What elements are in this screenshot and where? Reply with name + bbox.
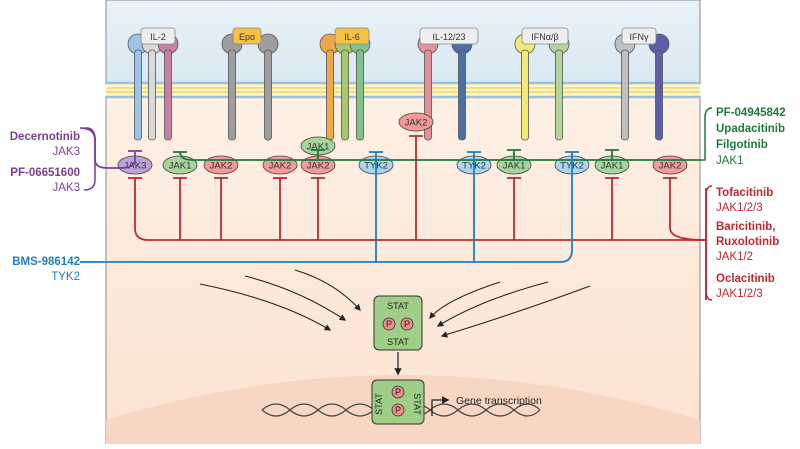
oclacitinib-label: Oclacitinib [716,273,775,285]
jak-label: JAK2 [269,161,292,172]
jak-label: JAK2 [210,161,233,172]
receptor-label: Epo [232,27,262,45]
extracellular-space [105,0,701,85]
upadacitinib-label: Upadacitinib [716,123,785,135]
jak-label: JAK3 [124,161,147,172]
oclacitinib-target: JAK1/2/3 [716,288,763,300]
receptor-labels: IL-2 Epo IL-6 IL-12/23 IFNα/β IFNγ [140,27,657,45]
receptor-label: IFNγ [621,27,657,45]
tofacitinib-target: JAK1/2/3 [716,202,763,214]
receptor-name: IFNγ [630,32,649,42]
jak-kinase: JAK1 [300,136,336,156]
jak-kinase: JAK2 [652,155,688,175]
receptor-name: IL-2 [150,32,166,42]
receptor-chain [257,33,279,141]
jak-label: JAK2 [659,161,682,172]
jak-kinase: JAK2 [203,155,239,175]
jak-label: JAK1 [307,142,330,153]
signal-arrows [199,269,591,338]
jak-label: JAK1 [503,161,526,172]
receptor-name: Epo [239,32,255,42]
jak-kinase: JAK2 [262,155,298,175]
jak-label: JAK2 [307,161,330,172]
stat-label: STAT [387,301,409,311]
stat-label: STAT [374,393,384,415]
receptor-label: IL-2 [140,27,176,45]
right-drug-labels: PF-04945842 Upadacitinib Filgotinib JAK1… [716,107,786,300]
stat-dimer-cytoplasm: STAT STAT P P [373,295,423,351]
jak-kinase: JAK3 [117,155,153,175]
phospho-label: P [395,405,401,415]
phospho-label: P [386,319,392,329]
receptor-name: IL-6 [344,32,360,42]
phospho-label: P [395,387,401,397]
phospho-label: P [404,319,410,329]
receptor-label: IFNα/β [521,27,569,45]
jak-label: JAK1 [601,161,624,172]
pf06651600-target: JAK3 [53,182,81,194]
receptor-chain [648,33,670,141]
receptor-name: IL-12/23 [432,32,465,42]
pf06651600-label: PF-06651600 [10,167,80,179]
jak-label: JAK1 [169,161,192,172]
stat-dimer-nucleus: STAT STAT P P [371,379,425,425]
pf04945842-label: PF-04945842 [716,107,786,119]
decernotinib-target: JAK3 [53,146,81,158]
gene-transcription-label: Gene transcription [456,395,542,407]
filgotinib-label: Filgotinib [716,139,768,151]
receptor-label: IL-12/23 [419,27,479,45]
receptor-label: IL-6 [334,27,370,45]
inhibition-lines [79,127,707,300]
jak-kinase: JAK2 [398,112,434,132]
cell-membrane [106,82,700,98]
receptor-name: IFNα/β [531,32,558,42]
bms986142-target: TYK2 [51,271,80,283]
ruxolitinib-label: Ruxolotinib [716,236,779,248]
decernotinib-label: Decernotinib [10,131,80,143]
jak-label: JAK2 [405,118,428,129]
left-drug-labels: Decernotinib JAK3 PF-06651600 JAK3 BMS-9… [10,131,80,283]
jak1-target: JAK1 [716,155,744,167]
tofacitinib-label: Tofacitinib [716,187,773,199]
stat-label: STAT [387,337,409,347]
baricitinib-target: JAK1/2 [716,251,753,263]
bms986142-label: BMS-986142 [12,256,80,268]
stat-label: STAT [412,393,422,415]
jak-kinase: JAK1 [162,155,198,175]
baricitinib-label: Baricitinib, [716,221,775,233]
